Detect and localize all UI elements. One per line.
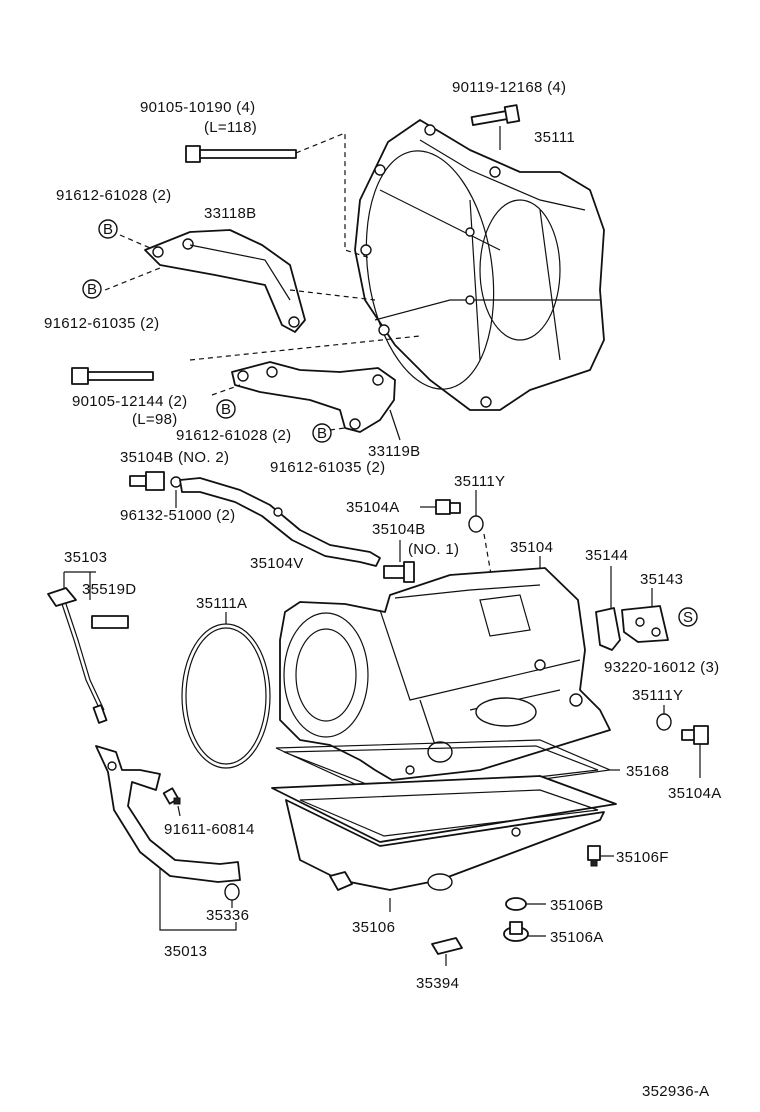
label-35111: 35111 xyxy=(534,129,575,146)
clip-35143[interactable] xyxy=(621,605,669,643)
bolt-90105-12144[interactable] xyxy=(71,367,154,385)
label-35104b-no1: 35104B xyxy=(372,521,426,538)
label-90105-10190: 90105-10190 (4) xyxy=(140,99,255,116)
union-35104b-no1[interactable] xyxy=(383,561,415,583)
filler-tube-35013[interactable] xyxy=(95,745,241,883)
label-35104b-no1-qualifier: (NO. 1) xyxy=(408,541,459,558)
svg-text:B: B xyxy=(103,221,113,238)
label-90105-12144: 90105-12144 (2) xyxy=(72,393,187,410)
label-33119b: 33119B xyxy=(368,443,420,460)
label-35104b-no2: 35104B (NO. 2) xyxy=(120,449,229,466)
label-35106b: 35106B xyxy=(550,897,604,914)
b-marker: B xyxy=(216,399,236,419)
label-96132-51000: 96132-51000 (2) xyxy=(120,507,235,524)
svg-text:B: B xyxy=(87,281,97,298)
label-91611-60814: 91611-60814 xyxy=(164,821,255,838)
union-35104a-top[interactable] xyxy=(435,499,461,515)
b-marker: B xyxy=(82,279,102,299)
label-91612-61028-a: 91612-61028 (2) xyxy=(56,187,171,204)
dipstick-35103[interactable] xyxy=(47,587,108,724)
hose-35104v[interactable] xyxy=(179,477,381,567)
label-plate-35519d[interactable] xyxy=(91,615,129,629)
label-35106: 35106 xyxy=(352,919,395,936)
svg-text:B: B xyxy=(221,401,231,418)
bolt-35106f[interactable] xyxy=(587,845,601,867)
label-35394: 35394 xyxy=(416,975,459,992)
label-35336: 35336 xyxy=(206,907,249,924)
b-marker: B xyxy=(312,423,332,443)
label-35168: 35168 xyxy=(626,763,669,780)
clip-35144[interactable] xyxy=(595,607,621,651)
label-35111a: 35111A xyxy=(196,595,247,612)
bracket-33119b[interactable] xyxy=(231,361,396,433)
o-ring-35336[interactable] xyxy=(224,883,240,901)
s-marker: S xyxy=(678,607,698,627)
label-35104: 35104 xyxy=(510,539,553,556)
label-35111y-top: 35111Y xyxy=(454,473,505,490)
label-35104a-right: 35104A xyxy=(668,785,722,802)
bolt-90119-12168[interactable] xyxy=(470,104,521,126)
b-marker: B xyxy=(98,219,118,239)
label-90105-12144-length: (L=98) xyxy=(132,411,178,428)
label-35519d: 35519D xyxy=(82,581,136,598)
label-90105-10190-length: (L=118) xyxy=(204,119,257,136)
label-33118b: 33118B xyxy=(204,205,256,222)
label-90119-12168: 90119-12168 (4) xyxy=(452,79,566,96)
label-35144: 35144 xyxy=(585,547,628,564)
label-35013: 35013 xyxy=(164,943,207,960)
label-93220-16012: 93220-16012 (3) xyxy=(604,659,719,676)
bell-housing-35111[interactable] xyxy=(352,119,605,411)
label-35111y-right: 35111Y xyxy=(632,687,683,704)
diagram-id: 352936-A xyxy=(642,1083,709,1100)
union-35104a-right[interactable] xyxy=(681,725,709,745)
svg-text:S: S xyxy=(683,609,693,626)
label-91612-61035-a: 91612-61035 (2) xyxy=(44,315,159,332)
label-35104a-top: 35104A xyxy=(346,499,400,516)
transmission-case-35104[interactable] xyxy=(279,567,611,781)
bolt-91611-60814[interactable] xyxy=(162,787,181,805)
block-35394[interactable] xyxy=(431,937,463,955)
label-35104v: 35104V xyxy=(250,555,304,572)
o-ring-35111a[interactable] xyxy=(181,623,271,769)
label-35103: 35103 xyxy=(64,549,107,566)
oil-pan-35106[interactable] xyxy=(271,775,617,891)
label-35106a: 35106A xyxy=(550,929,604,946)
gasket-35111y-top[interactable] xyxy=(468,515,484,533)
label-91612-61035-b: 91612-61035 (2) xyxy=(270,459,385,476)
bolt-35106a[interactable] xyxy=(503,921,529,942)
label-35143: 35143 xyxy=(640,571,683,588)
label-35106f: 35106F xyxy=(616,849,669,866)
bolt-90105-10190[interactable] xyxy=(185,145,297,163)
label-91612-61028-b: 91612-61028 (2) xyxy=(176,427,291,444)
svg-text:B: B xyxy=(317,425,327,442)
gasket-35111y-right[interactable] xyxy=(656,713,672,731)
washer-35106b[interactable] xyxy=(505,897,527,911)
bracket-33118b[interactable] xyxy=(144,229,306,333)
union-35104b-no2[interactable] xyxy=(129,471,182,491)
